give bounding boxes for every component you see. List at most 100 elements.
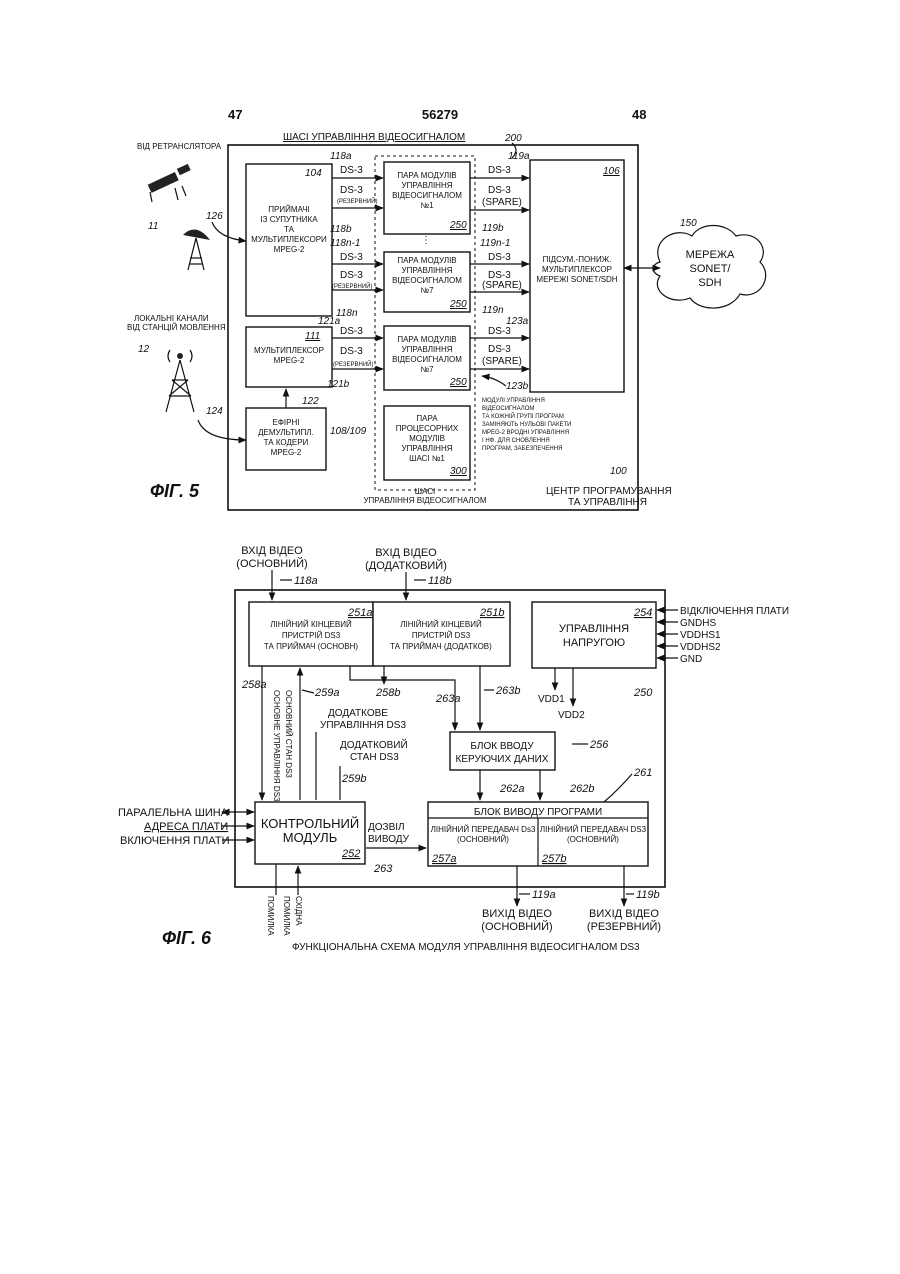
sonet-line: МУЛЬТИПЛЕКСОР (542, 265, 612, 274)
ref-254: 254 (633, 607, 652, 619)
error-label: ПОМИЛКА (266, 896, 275, 936)
ref-259a: 259a (314, 687, 339, 699)
control-module-line: КОНТРОЛЬНИЙ (261, 816, 359, 831)
ref-118b: 118b (428, 575, 452, 587)
ds3-label: DS-3 (488, 326, 511, 337)
line-term-aux-line: ЛІНІЙНИЙ КІНЦЕВИЙ (400, 620, 482, 629)
sonet-line: ПІДСУМ.-ПОНИЖ. (543, 255, 612, 264)
local-channels-label-2: ВІД СТАНЦІЙ МОВЛЕННЯ (127, 323, 226, 332)
ref-258a: 258a (241, 679, 266, 691)
module-2-line: ПАРА МОДУЛІВ (397, 256, 456, 265)
sonet-network-cloud: МЕРЕЖА SONET/ SDH (653, 226, 765, 309)
fig6-caption: ФІГ. 6 (162, 928, 212, 948)
ref-118n-1: 118n-1 (330, 238, 360, 249)
video-in-main: (ОСНОВНИЙ) (236, 557, 307, 570)
note-block: МОДУЛІ УПРАВЛІННЯ ВІДЕОСИГНАЛОМ ТА КОЖНІ… (482, 398, 571, 452)
ds3-label: DS-3 (488, 252, 511, 263)
module-2-line: №7 (420, 286, 434, 295)
bus-label-parallel: ПАРАЛЕЛЬНА ШИНА (118, 807, 229, 819)
module-1-line: ВІДЕОСИГНАЛОМ (392, 191, 462, 200)
note-line: ТА КОЖНІЙ ГРУПІ ПРОГРАМ (482, 412, 564, 420)
fig5-caption: ФІГ. 5 (150, 481, 200, 501)
receivers-line: ПРИЙМАЧІ (268, 205, 310, 214)
mux-line: MPEG-2 (274, 356, 305, 365)
vert-label-main-control: ОСНОВНЕ УПРАВЛІННЯ DS3 (272, 690, 281, 802)
ref-119a: 119a (508, 151, 530, 162)
video-out-main: (ОСНОВНИЙ) (481, 920, 552, 933)
center-label: ТА УПРАВЛІННЯ (568, 497, 647, 508)
ds3-label: DS-3 (340, 185, 363, 196)
east-error-label: ПОМИЛКА (282, 896, 291, 936)
line-term-main-line: ПРИСТРІЙ DS3 (282, 631, 341, 640)
mux-line: МУЛЬТИПЛЕКСОР (254, 346, 324, 355)
module-3-line: ВІДЕОСИГНАЛОМ (392, 355, 462, 364)
receivers-line: MPEG-2 (274, 245, 305, 254)
ref-259b: 259b (341, 773, 366, 785)
network-line: SDH (698, 277, 721, 289)
ref-300: 300 (450, 466, 467, 477)
fig5-title: ШАСІ УПРАВЛІННЯ ВІДЕОСИГНАЛОМ (283, 132, 465, 143)
module-1-line: ПАРА МОДУЛІВ (397, 171, 456, 180)
ref-250: 250 (633, 687, 653, 699)
right-ds3-links: 119a DS-3 DS-3 (SPARE) 119b 119n-1 DS-3 … (470, 151, 530, 392)
ref-119n: 119n (482, 305, 504, 316)
network-line: МЕРЕЖА (686, 249, 735, 261)
video-in-aux: (ДОДАТКОВИЙ) (365, 559, 447, 572)
ref-250: 250 (449, 299, 467, 310)
output-enable-label: ДОЗВІЛ (368, 822, 405, 833)
power-inputs: ВІДКЛЮЧЕННЯ ПЛАТИ GNDHS VDDHS1 VDDHS2 GN… (657, 606, 789, 665)
bus-inputs: ПАРАЛЕЛЬНА ШИНА АДРЕСА ПЛАТИ ВКЛЮЧЕННЯ П… (118, 807, 254, 847)
demux-line: ТА КОДЕРИ (264, 438, 309, 447)
transmitter-right-line: ЛІНІЙНИЙ ПЕРЕДАВАЧ DS3 (540, 825, 647, 834)
power-input-label: VDDHS2 (680, 642, 721, 653)
ref-263a: 263a (435, 693, 460, 705)
demux-line: MPEG-2 (271, 448, 302, 457)
aux-control-label: ДОДАТКОВЕ (328, 708, 388, 719)
ref-121b: 121b (327, 379, 350, 390)
processor-line: УПРАВЛІННЯ (401, 444, 452, 453)
aux-control-label: УПРАВЛІННЯ DS3 (320, 720, 406, 731)
ref-250: 250 (449, 377, 467, 388)
power-input-label: GNDHS (680, 618, 716, 629)
note-line: МОДУЛІ УПРАВЛІННЯ (482, 398, 545, 404)
ref-251a: 251a (347, 607, 372, 619)
ref-262b: 262b (569, 783, 594, 795)
receivers-line: МУЛЬТИПЛЕКСОРИ (251, 235, 327, 244)
ref-118a: 118a (330, 151, 352, 162)
video-out-main: ВИХІД ВІДЕО (482, 908, 552, 920)
note-line: MPEG-2 ВРОДНІ УПРАВЛІННЯ (482, 430, 569, 436)
line-term-main-line: ЛІНІЙНИЙ КІНЦЕВИЙ (270, 620, 352, 629)
fig6-title: ФУНКЦІОНАЛЬНА СХЕМА МОДУЛЯ УПРАВЛІННЯ ВІ… (292, 942, 640, 953)
ref-263: 263 (373, 863, 393, 875)
ref-11: 11 (148, 221, 158, 232)
ds3-label: DS-3 (488, 344, 511, 355)
ref-257a: 257a (431, 853, 456, 865)
vert-label-main-state: ОСНОВНИЙ СТАН DS3 (284, 690, 293, 778)
spare-label: (SPARE) (482, 280, 522, 291)
ds3-label: DS-3 (340, 252, 363, 263)
ref-262a: 262a (499, 783, 524, 795)
ds3-label: DS-3 (340, 326, 363, 337)
ref-258b: 258b (375, 687, 400, 699)
note-line: ПРОГРАМ, ЗАБЕЗПЕЧЕННЯ (482, 446, 562, 452)
power-input-label: GND (680, 654, 702, 665)
ref-106: 106 (603, 166, 620, 177)
control-module-line: МОДУЛЬ (283, 830, 338, 845)
module-2-line: УПРАВЛІННЯ (401, 266, 452, 275)
ref-119b: 119b (482, 223, 504, 234)
module-3-line: №7 (420, 365, 434, 374)
power-input-label: VDDHS1 (680, 630, 721, 641)
ref-100: 100 (610, 466, 627, 477)
reserve-label: (РЕЗЕРВНИЙ) (337, 197, 377, 205)
spare-label: (SPARE) (482, 197, 522, 208)
processor-line: ПРОЦЕСОРНИХ (396, 424, 459, 433)
ref-263b: 263b (495, 685, 520, 697)
transmitter-right-line: (ОСНОВНИЙ) (567, 835, 619, 844)
video-out-reserve: (РЕЗЕРВНИЙ) (587, 920, 661, 933)
page-number-left: 47 (228, 107, 242, 122)
vdd1-label: VDD1 (538, 694, 565, 705)
ref-261: 261 (633, 767, 652, 779)
receivers-line: ІЗ СУПУТНИКА (260, 215, 318, 224)
patent-number: 56279 (422, 107, 458, 122)
